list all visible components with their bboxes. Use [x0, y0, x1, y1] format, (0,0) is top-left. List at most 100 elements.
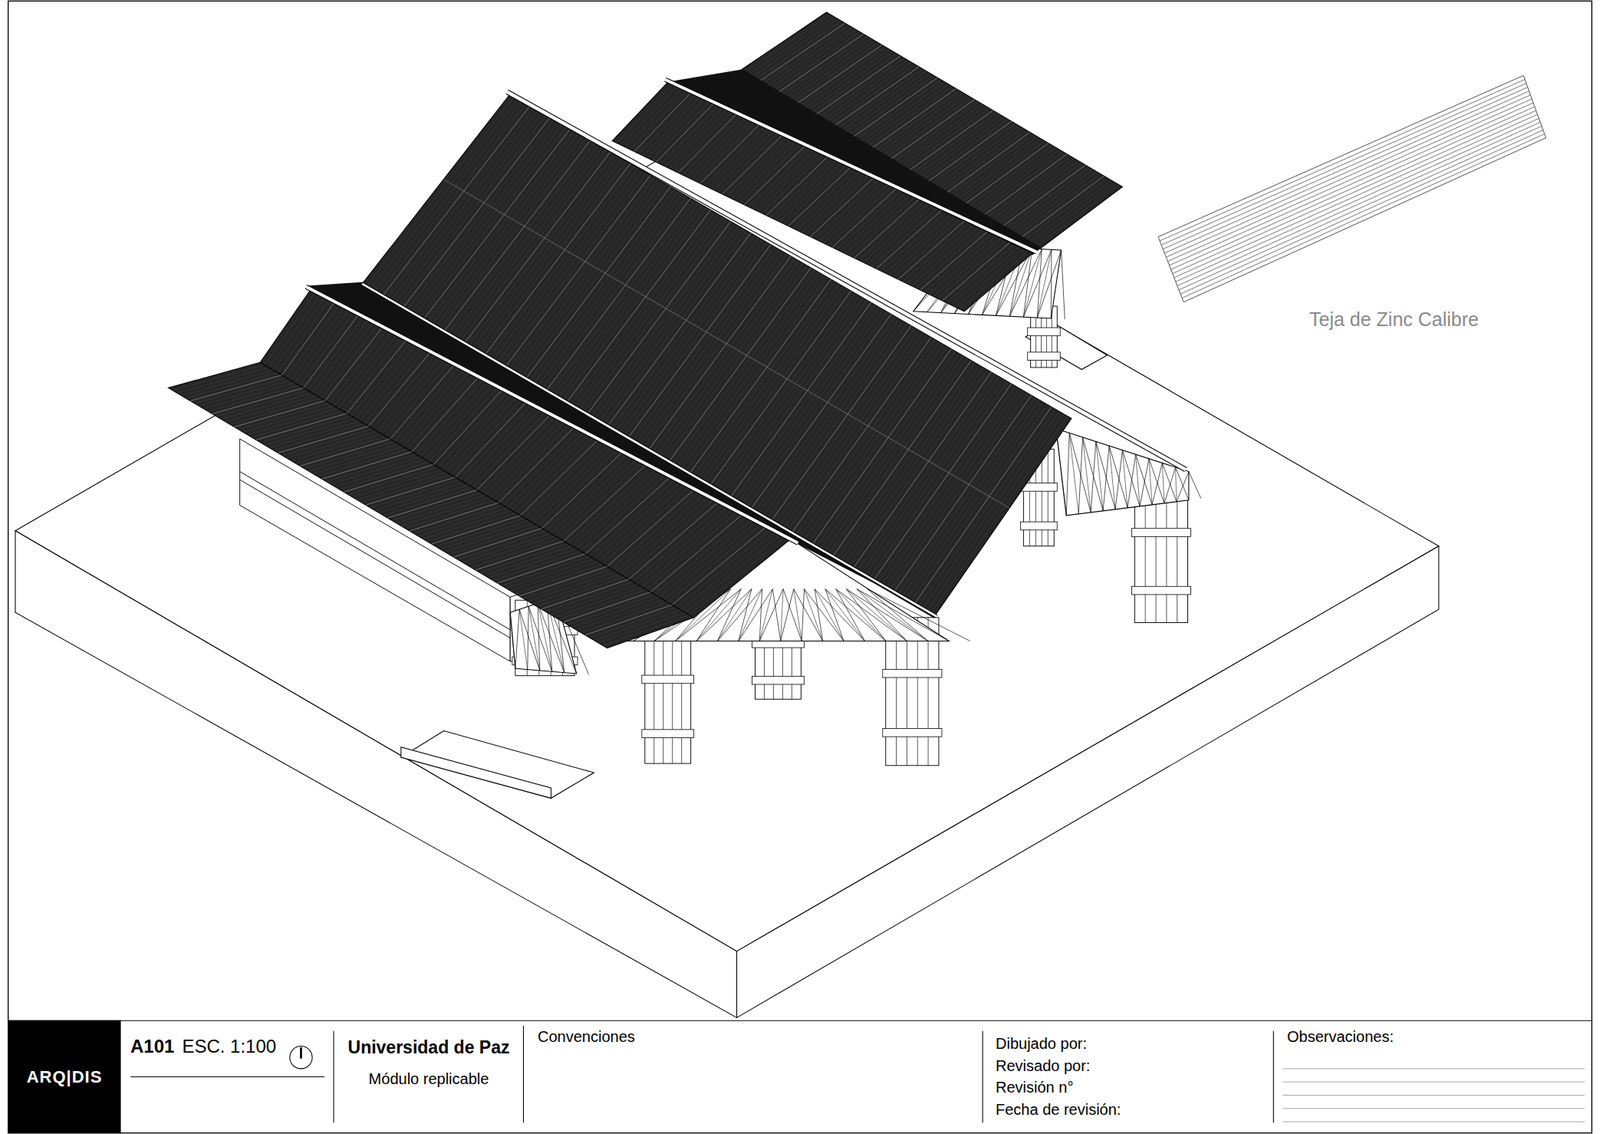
module-name: Módulo replicable	[368, 1069, 490, 1088]
column-band	[641, 729, 695, 738]
sheet-joint	[346, 339, 407, 414]
corrugation	[708, 128, 769, 188]
corrugation	[1159, 79, 1525, 241]
corrugation	[857, 79, 942, 139]
project-name: Universidad de Paz	[348, 1037, 511, 1058]
corrugation	[849, 197, 915, 256]
sheet-joint	[566, 209, 711, 403]
corrugation	[766, 323, 907, 521]
logo-ground	[8, 1020, 121, 1133]
corrugation	[774, 161, 837, 221]
corrugation	[643, 253, 787, 448]
cell-divider	[332, 1030, 334, 1123]
corrugation	[490, 421, 566, 498]
column-band	[1020, 521, 1057, 531]
corrugation	[749, 16, 834, 75]
logo-cell: ARQ|DIS	[8, 1020, 121, 1133]
sheet-cell: A101ESC. 1:100	[122, 1035, 288, 1070]
corrugation	[623, 242, 768, 437]
sheet-joint	[190, 375, 282, 402]
corrugation	[286, 431, 378, 458]
corrugation	[1171, 106, 1535, 270]
corrugation	[398, 368, 465, 445]
corrugation	[725, 299, 867, 496]
corrugation	[902, 105, 986, 165]
corrugation	[411, 121, 559, 313]
corrugation	[269, 293, 322, 368]
truss-web	[1139, 458, 1165, 507]
corrugation	[185, 372, 277, 399]
corrugation	[395, 366, 461, 442]
corrugation	[480, 161, 627, 353]
note-line	[1282, 1094, 1585, 1096]
corrugation	[619, 240, 764, 435]
sheet-joint	[788, 167, 851, 226]
column-band	[1131, 528, 1191, 537]
corrugation	[431, 133, 579, 325]
corrugation	[836, 362, 976, 560]
corrugation	[580, 602, 668, 633]
corrugation	[770, 158, 833, 218]
corrugation	[391, 110, 539, 301]
corrugation	[230, 398, 322, 425]
corrugation	[786, 335, 928, 532]
corrugation	[513, 179, 659, 373]
corrugation	[951, 246, 1020, 306]
corrugation	[658, 518, 753, 597]
post-line	[671, 627, 673, 764]
sheet-joint	[722, 134, 783, 195]
corrugation	[955, 248, 1024, 307]
corrugation	[701, 286, 843, 482]
truss-web	[793, 589, 802, 642]
corrugation	[462, 533, 551, 563]
field-label: Fecha de revisión:	[995, 1098, 1278, 1121]
corrugation	[793, 42, 879, 101]
corrugation	[472, 411, 547, 488]
sheet-joint	[634, 92, 692, 152]
sheet-joint	[816, 55, 901, 115]
corrugation	[562, 207, 707, 401]
corrugation	[480, 543, 569, 573]
corrugation	[767, 27, 853, 86]
corrugation	[216, 390, 308, 417]
corrugation	[329, 329, 389, 404]
corrugation	[936, 125, 1020, 186]
corrugation	[734, 304, 876, 501]
corrugation	[981, 151, 1064, 213]
corrugation	[172, 365, 265, 391]
corrugation	[352, 469, 443, 498]
sheet-joint	[411, 376, 479, 452]
corrugation	[687, 118, 747, 178]
corrugation	[181, 369, 274, 396]
corrugation	[641, 508, 734, 587]
corrugation	[637, 506, 729, 585]
corrugation	[786, 38, 872, 96]
corrugation	[730, 139, 792, 199]
revision-cell: Dibujado por:Revisado por:Revisión n°Fec…	[984, 1032, 1278, 1130]
note-line	[1282, 1107, 1585, 1109]
truss-web	[814, 589, 844, 642]
corrugation	[611, 490, 700, 569]
zinc-sheet-detail	[1158, 75, 1547, 302]
sheet-joint	[233, 400, 326, 427]
corrugation	[988, 156, 1071, 218]
corrugation	[905, 401, 1044, 601]
corrugation	[814, 180, 878, 239]
corrugation	[576, 599, 665, 630]
corrugation	[273, 296, 326, 370]
corrugation	[740, 143, 801, 203]
sheet-joint	[382, 105, 531, 296]
corrugation	[356, 471, 447, 500]
corrugation	[803, 344, 944, 542]
cell-divider	[982, 1030, 984, 1123]
column-band	[1027, 352, 1061, 361]
sheet-number: A101	[130, 1035, 175, 1057]
corrugation	[446, 396, 517, 473]
corrugation	[827, 186, 892, 245]
truss-web	[1023, 249, 1042, 318]
corrugation	[631, 246, 775, 442]
post-line	[653, 627, 655, 764]
corrugation	[1033, 182, 1116, 244]
sheet-joint	[750, 313, 892, 511]
sheet-joint	[423, 128, 570, 320]
